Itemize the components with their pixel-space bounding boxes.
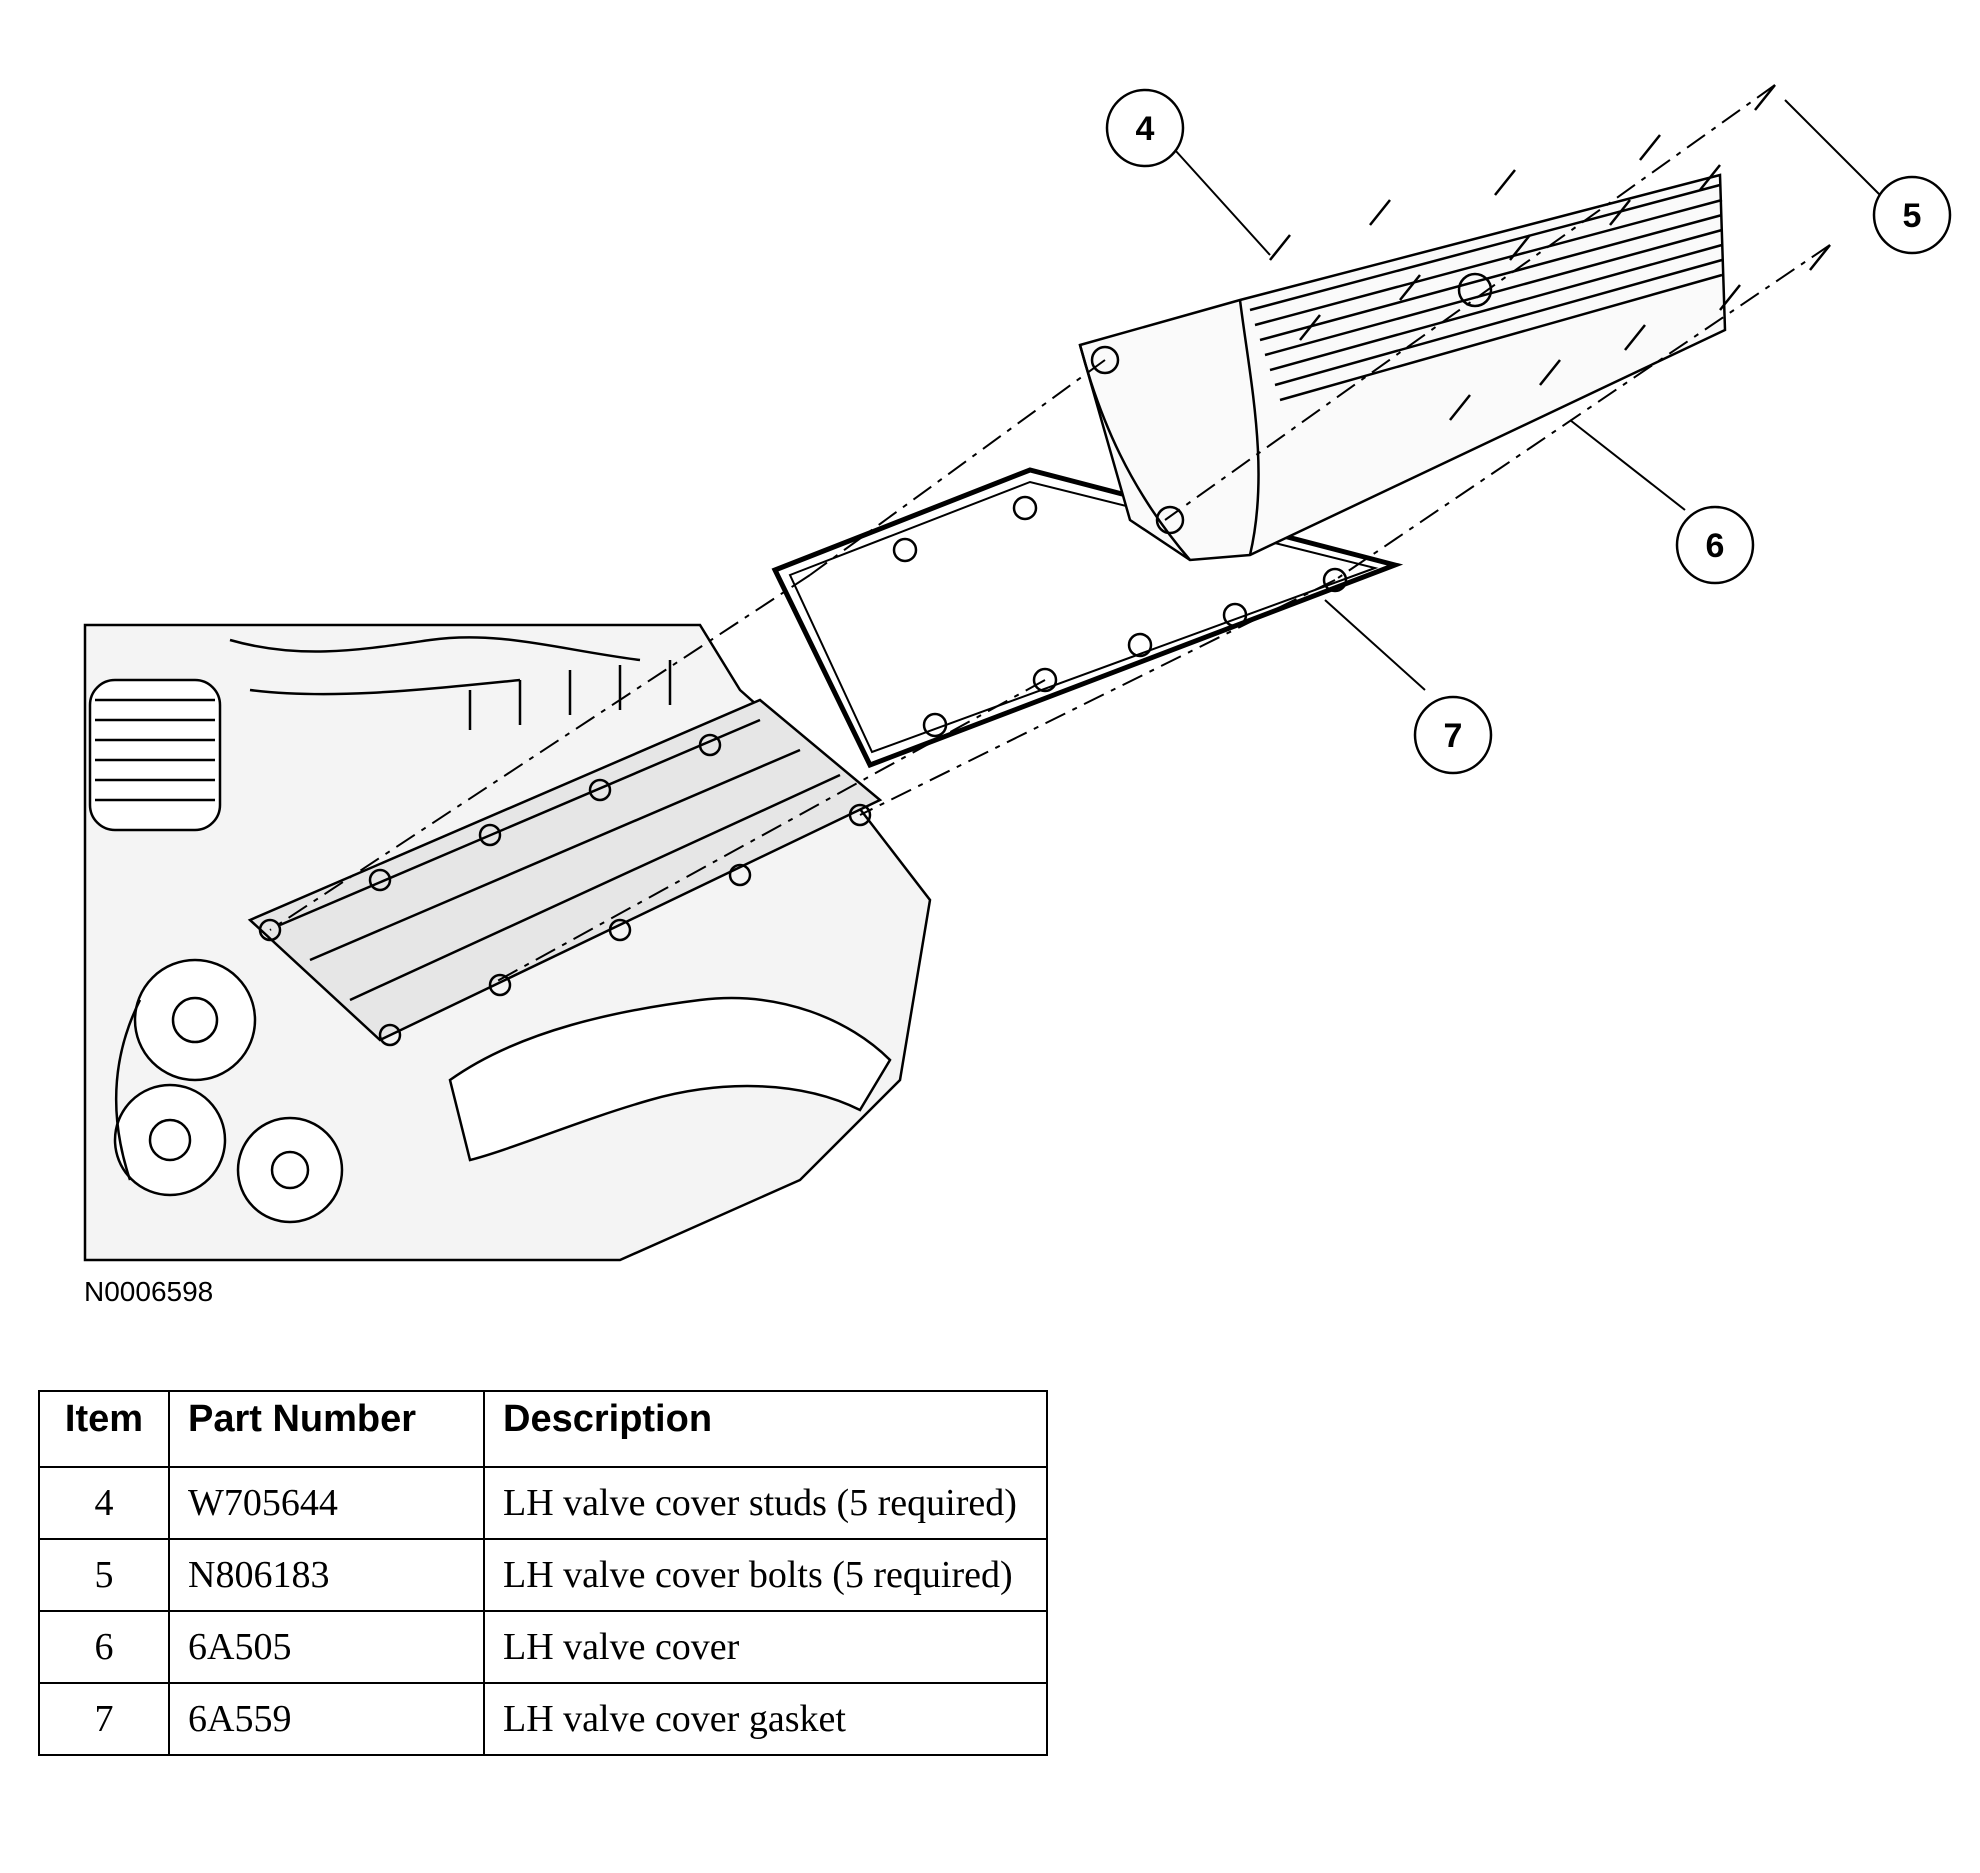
callout-label: 6 (1706, 527, 1725, 565)
cell-item: 4 (38, 1466, 170, 1540)
engine-illustration: 4 5 6 7 (83, 84, 1952, 1262)
table-row: 6 6A505 LH valve cover (38, 1610, 1048, 1684)
table-row: 4 W705644 LH valve cover studs (5 requir… (38, 1466, 1048, 1540)
cell-item: 7 (38, 1682, 170, 1756)
fasteners (1269, 84, 1831, 421)
callout-7: 7 (1413, 695, 1493, 775)
header-item: Item (38, 1390, 170, 1468)
valve-cover (1078, 173, 1727, 562)
exploded-diagram: 4 5 6 7 (83, 84, 1952, 1262)
cell-description: LH valve cover studs (5 required) (483, 1466, 1048, 1540)
cell-description: LH valve cover (483, 1610, 1048, 1684)
callout-label: 4 (1136, 110, 1155, 148)
callout-label: 7 (1444, 717, 1463, 755)
cell-item: 5 (38, 1538, 170, 1612)
callout-6: 6 (1675, 505, 1755, 585)
parts-table: Item Part Number Description 4 W705644 L… (38, 1390, 1048, 1756)
cell-item: 6 (38, 1610, 170, 1684)
cell-part-number: W705644 (168, 1466, 485, 1540)
figure-id: N0006598 (84, 1276, 214, 1307)
table-row: 7 6A559 LH valve cover gasket (38, 1682, 1048, 1756)
callout-5: 5 (1872, 175, 1952, 255)
table-row: 5 N806183 LH valve cover bolts (5 requir… (38, 1538, 1048, 1612)
header-description: Description (483, 1390, 1048, 1468)
cell-description: LH valve cover bolts (5 required) (483, 1538, 1048, 1612)
alignment-lines (269, 84, 1831, 986)
valve-cover-gasket (771, 467, 1404, 769)
header-part-number: Part Number (168, 1390, 485, 1468)
cell-part-number: 6A559 (168, 1682, 485, 1756)
callout-4: 4 (1105, 88, 1185, 168)
engine-block (83, 623, 932, 1262)
cell-description: LH valve cover gasket (483, 1682, 1048, 1756)
table-header-row: Item Part Number Description (38, 1390, 1048, 1468)
leader-lines (1174, 99, 1881, 691)
cell-part-number: 6A505 (168, 1610, 485, 1684)
cell-part-number: N806183 (168, 1538, 485, 1612)
callout-label: 5 (1903, 197, 1922, 235)
